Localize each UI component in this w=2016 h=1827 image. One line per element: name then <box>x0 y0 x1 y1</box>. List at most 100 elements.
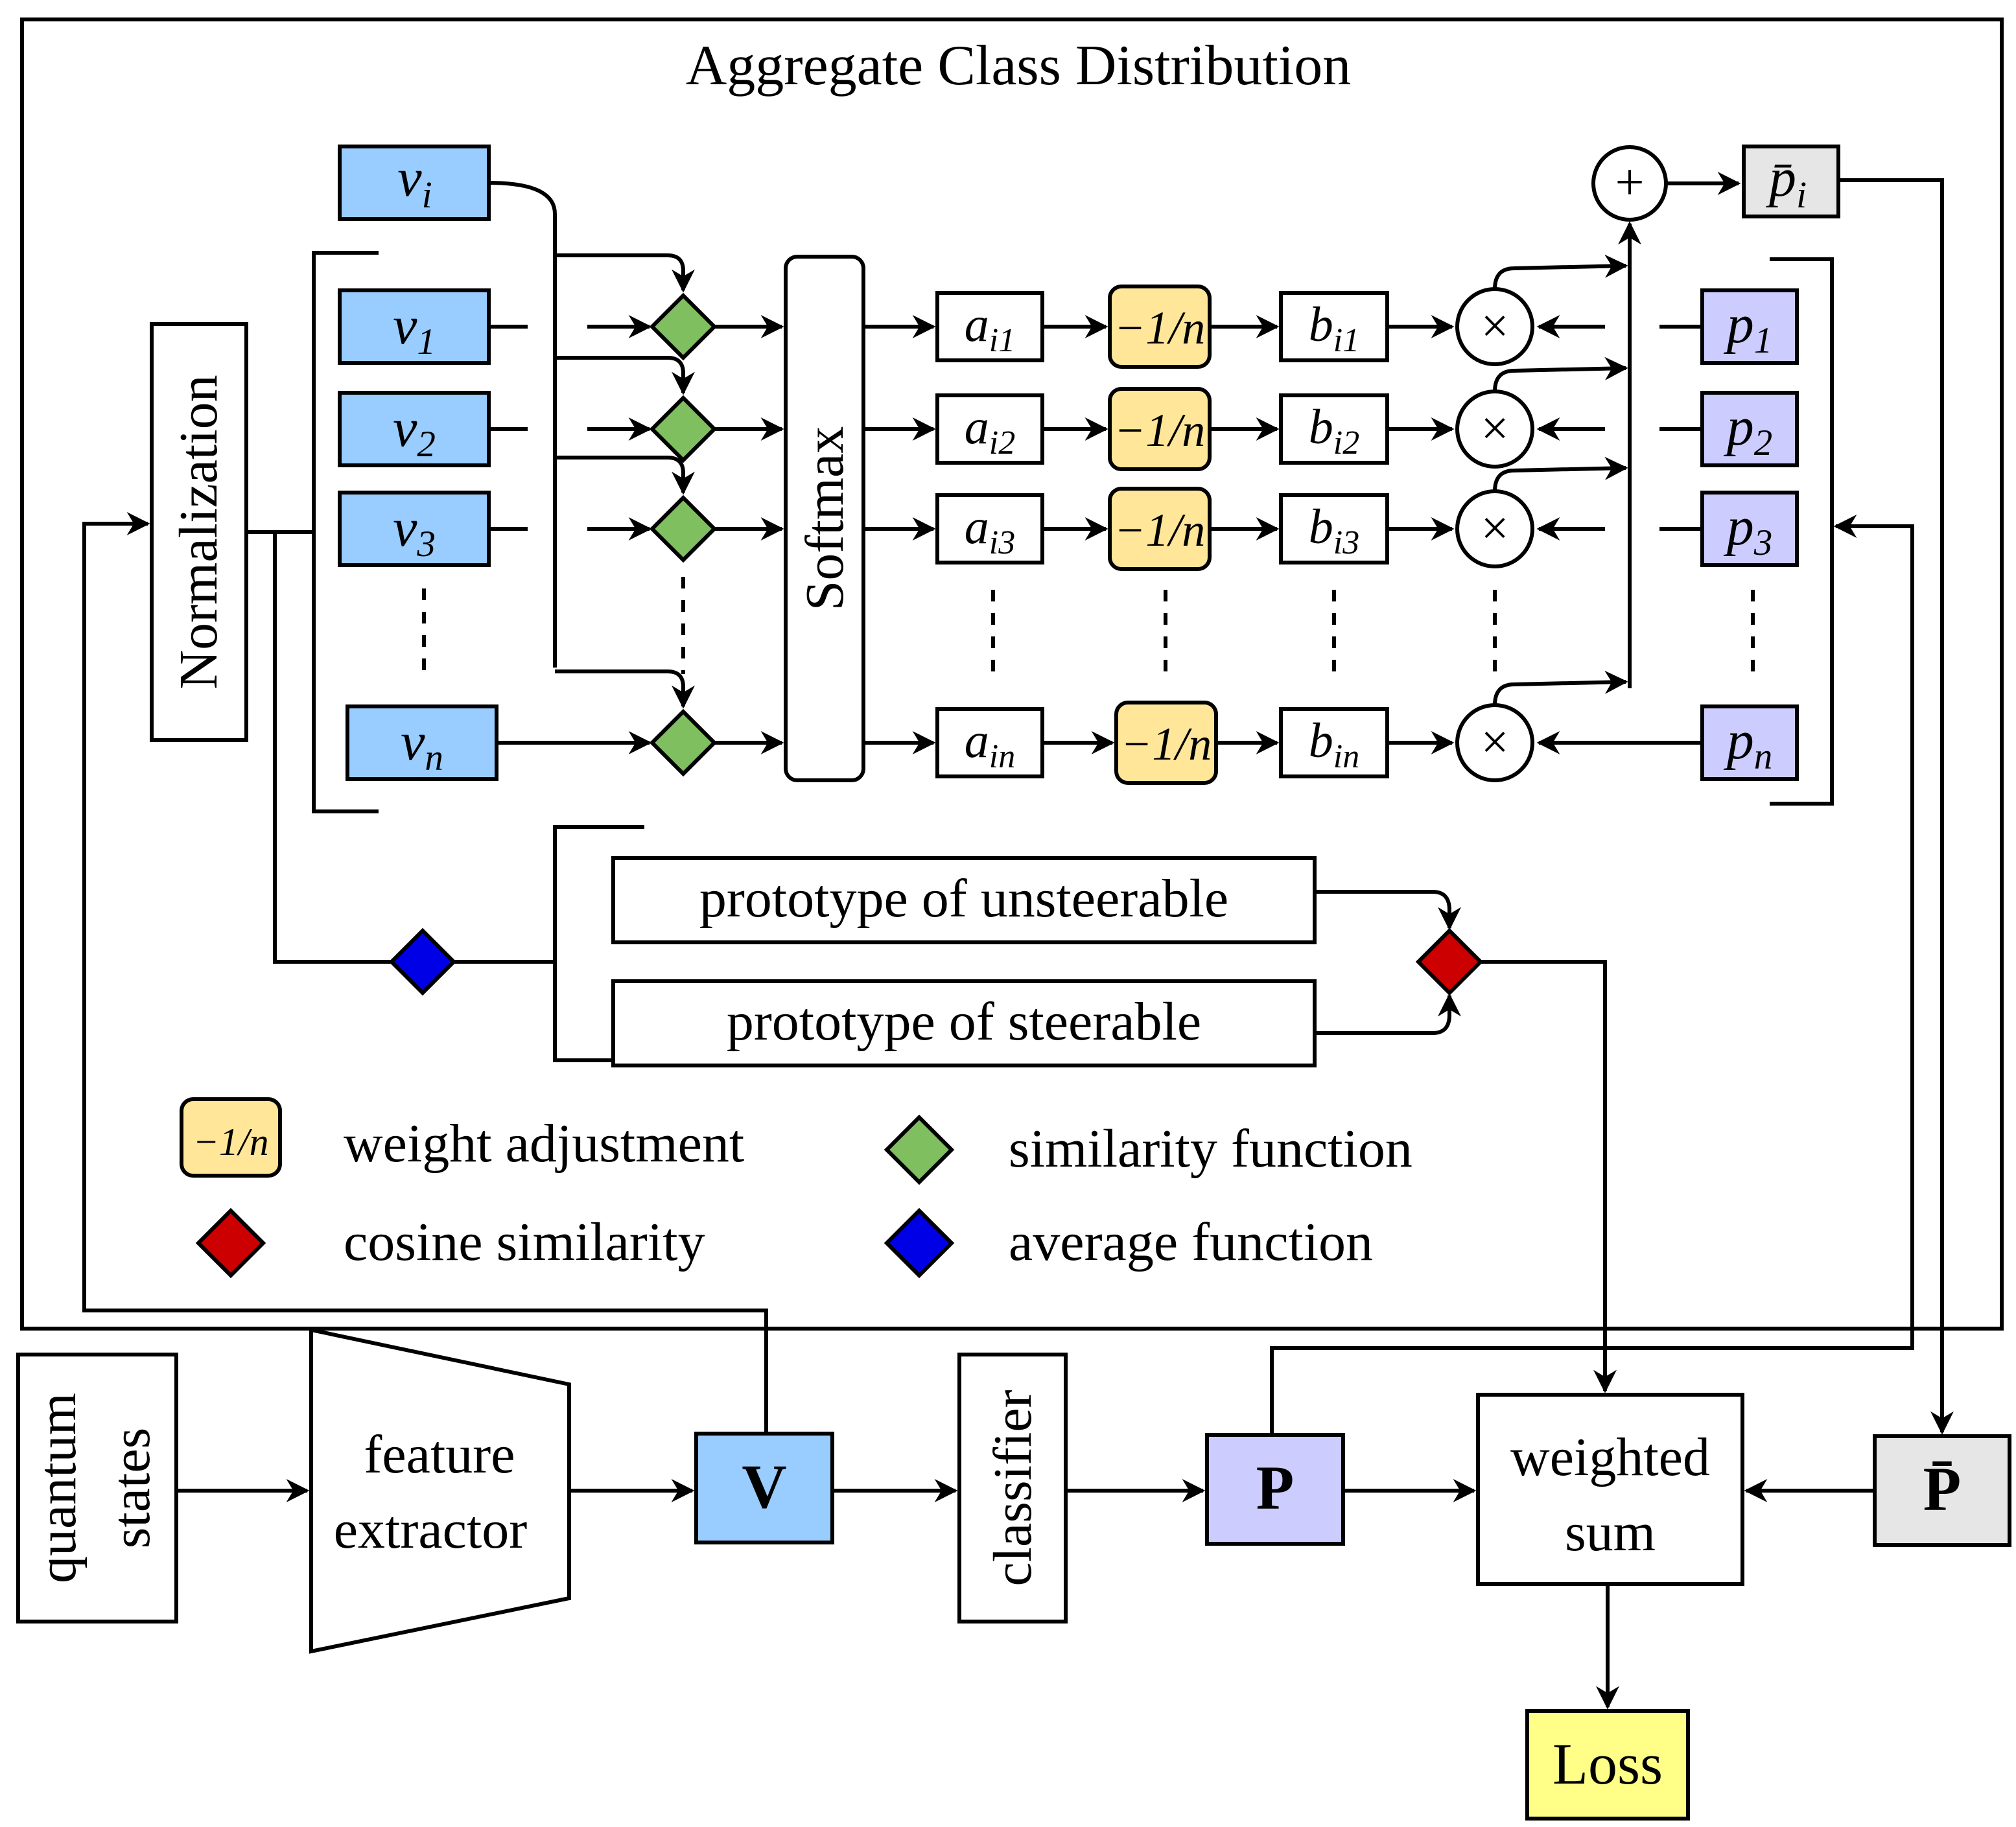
softmax-box <box>784 255 865 782</box>
legend-weight-adjustment: weight adjustment <box>344 1113 744 1174</box>
b-label: bi2 <box>1309 400 1359 461</box>
multiply-to-sum-arrow <box>1493 456 1628 492</box>
V-label: V <box>742 1452 786 1521</box>
similarity-diamond <box>649 495 718 563</box>
a-label: ai1 <box>965 297 1015 359</box>
feature-extractor-line1: feature <box>364 1425 515 1485</box>
multiply-icon: × <box>1481 401 1509 456</box>
loss-label: Loss <box>1553 1732 1663 1797</box>
multiply-to-sum-arrow <box>1493 670 1628 706</box>
multiply-icon: × <box>1481 501 1509 555</box>
a-label: ai2 <box>965 400 1015 461</box>
b-label: bin <box>1309 714 1359 775</box>
prototype-unsteerable-box <box>611 856 1317 944</box>
V-to-normalization-arrow <box>82 512 768 1434</box>
p-label: p2 <box>1724 397 1773 463</box>
prototype-steerable-box <box>611 979 1317 1067</box>
V-box <box>694 1432 834 1544</box>
v-label: v2 <box>393 398 436 465</box>
v-box <box>346 704 498 781</box>
softmax-label: Softmax <box>795 426 855 611</box>
p-box <box>1700 704 1799 781</box>
v-label: vn <box>401 712 443 778</box>
vi-to-similarity-arrow <box>555 356 695 395</box>
multiply-icon: × <box>1481 299 1509 353</box>
p-label: p3 <box>1724 496 1773 563</box>
steerable-to-cosine-arrow <box>1315 993 1461 1035</box>
legend-average-diamond <box>884 1207 955 1279</box>
weighted-sum-box <box>1476 1393 1744 1586</box>
weight-adjust-label: −1/n <box>1114 302 1206 354</box>
multiply-to-sum-arrow <box>1493 356 1628 392</box>
weighted-sum-line1: weighted <box>1510 1427 1710 1487</box>
vi-to-similarity-arrow <box>555 253 695 293</box>
legend-average-function: average function <box>1009 1212 1373 1272</box>
quantum-states-line2: states <box>101 1428 161 1549</box>
p-box <box>1700 491 1799 567</box>
b-label: bi1 <box>1309 297 1359 359</box>
v-box <box>338 288 491 365</box>
b-label: bi3 <box>1309 500 1359 561</box>
normalization-box <box>150 322 248 742</box>
feature-extractor-trapezoid <box>309 1327 571 1654</box>
legend-cosine-diamond <box>195 1207 266 1279</box>
legend-weight-swatch <box>180 1097 282 1178</box>
aggregate-title: Aggregate Class Distribution <box>686 34 1352 97</box>
p-label: pn <box>1724 710 1773 777</box>
a-label: ain <box>965 714 1015 775</box>
b-box <box>1279 393 1389 465</box>
plus-icon: + <box>1615 154 1644 211</box>
cosine-diamond <box>1415 927 1484 996</box>
loss-box <box>1525 1709 1690 1821</box>
p-box <box>1700 288 1799 365</box>
v-label: v1 <box>393 296 436 362</box>
a-label: ai3 <box>965 500 1015 561</box>
vi-bus <box>488 181 557 668</box>
b-box <box>1279 291 1389 362</box>
quantum-states-box <box>16 1353 178 1623</box>
P-box <box>1205 1433 1345 1546</box>
b-box <box>1279 493 1389 564</box>
aggregate-frame <box>20 17 2004 1331</box>
a-box <box>935 291 1044 362</box>
vi-to-similarity-arrow <box>555 456 695 495</box>
legend-cosine-similarity: cosine similarity <box>344 1212 705 1272</box>
feature-extractor-line2: extractor <box>334 1500 527 1560</box>
similarity-diamond <box>649 395 718 463</box>
classifier-label: classifier <box>983 1390 1043 1586</box>
p-group-bracket <box>1770 257 1834 806</box>
pbar-i-label: p̄i <box>1766 148 1807 216</box>
vi-box <box>338 145 491 221</box>
P-to-p-group-arrow <box>1270 515 1914 1435</box>
similarity-diamond <box>649 292 718 361</box>
average-diamond <box>388 927 457 996</box>
prototype-steerable-label: prototype of steerable <box>727 992 1201 1052</box>
prototype-bracket <box>553 825 644 1062</box>
unsteerable-to-cosine-arrow <box>1315 890 1461 931</box>
v-box <box>338 391 491 467</box>
normalization-label: Normalization <box>169 375 229 689</box>
quantum-states-line1: quantum <box>27 1393 88 1583</box>
weight-adjust-label: −1/n <box>1121 718 1212 770</box>
vi-to-similarity-arrow <box>555 669 695 709</box>
prototype-unsteerable-label: prototype of unsteerable <box>699 868 1228 929</box>
vi-label: vi <box>397 148 432 216</box>
cosine-to-weighted-sum-arrow <box>1481 960 1617 1393</box>
weight-adjust-label: −1/n <box>1114 404 1206 456</box>
v-box <box>338 491 491 567</box>
pbar-i-to-Pbar-arrow <box>1838 178 1954 1435</box>
similarity-diamond <box>649 708 718 777</box>
multiply-to-sum-arrow <box>1493 254 1628 290</box>
classifier-box <box>957 1353 1068 1623</box>
weighted-sum-line2: sum <box>1565 1502 1656 1563</box>
v-label: v3 <box>393 498 436 564</box>
legend-similarity-diamond <box>884 1114 955 1185</box>
norm-to-average-line <box>273 532 392 964</box>
legend-weight-swatch-label: −1/n <box>193 1121 268 1163</box>
legend-similarity-function: similarity function <box>1009 1119 1412 1179</box>
p-box <box>1700 391 1799 467</box>
multiply-icon: × <box>1481 715 1509 769</box>
weight-adjust-label: −1/n <box>1114 504 1206 556</box>
